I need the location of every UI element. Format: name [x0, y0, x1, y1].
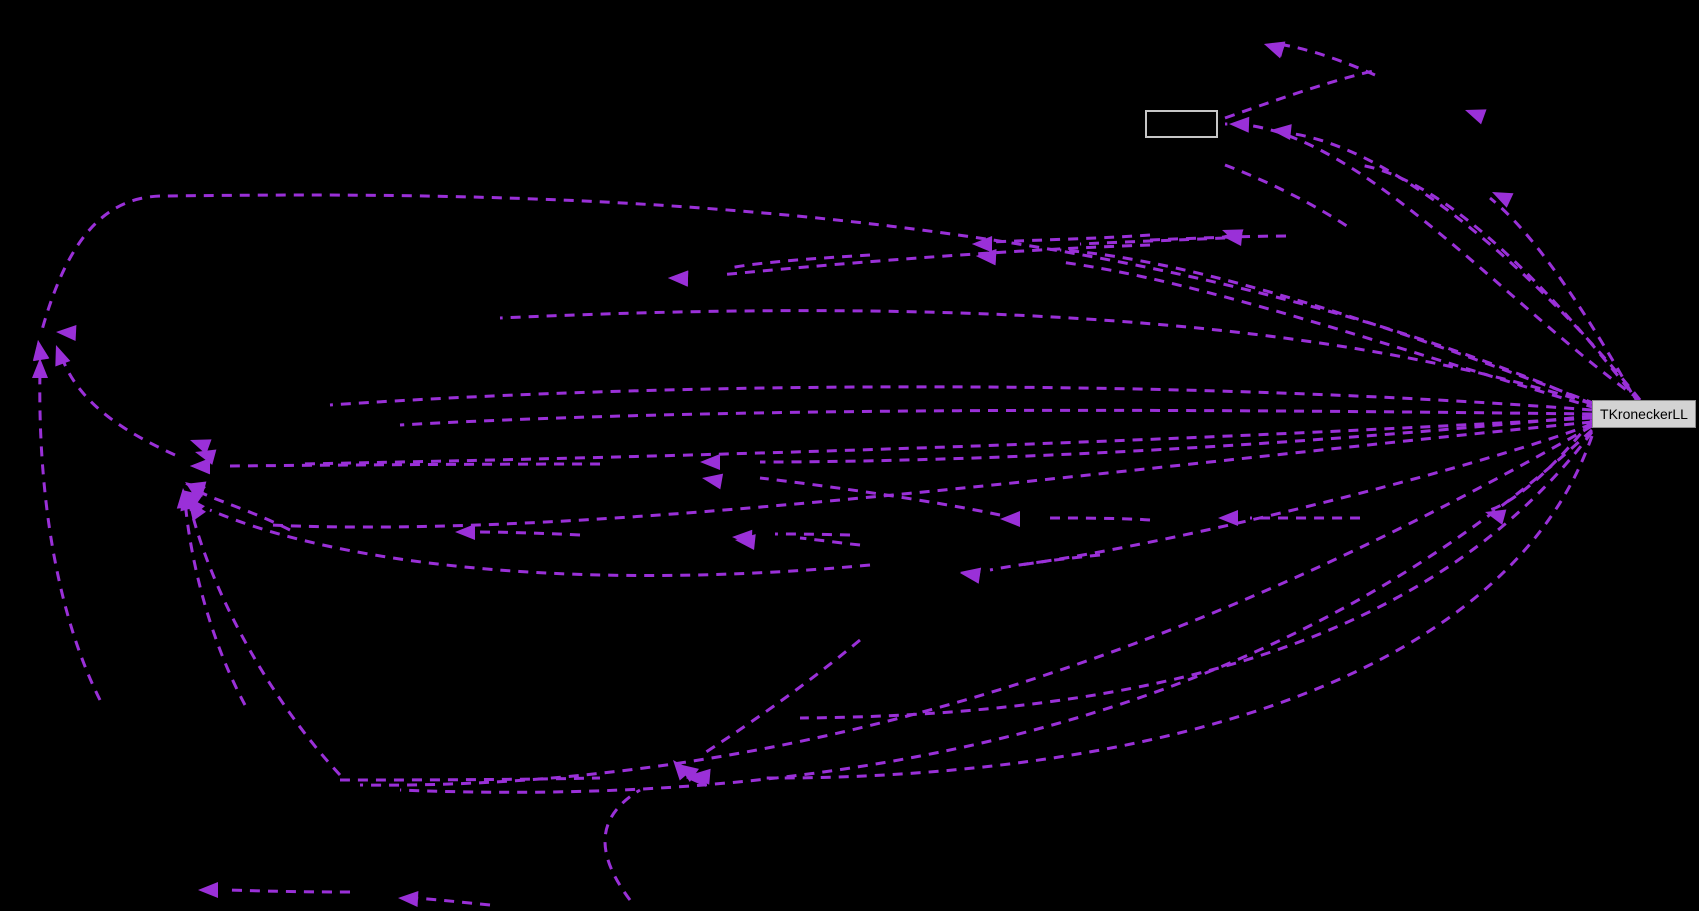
- graph-arrowhead: [673, 760, 692, 781]
- graph-edge: [774, 532, 851, 537]
- graph-arrowhead: [195, 449, 217, 465]
- graph-arrowhead: [702, 473, 724, 490]
- graph-arrowhead: [1485, 509, 1507, 525]
- graph-edge: [188, 504, 342, 777]
- graph-node-unnamed[interactable]: [1145, 110, 1218, 138]
- graph-edge: [989, 233, 1151, 244]
- graph-edge: [1277, 130, 1642, 401]
- graph-arrowhead: [455, 524, 475, 540]
- graph-edge: [1359, 163, 1642, 405]
- graph-edge: [1489, 419, 1594, 512]
- graph-edge: [399, 408, 1593, 427]
- graph-node-label: TKroneckerLL: [1600, 406, 1688, 422]
- graph-arrowhead: [1492, 192, 1514, 208]
- graph-edge: [229, 462, 601, 468]
- graph-arrowhead: [1222, 230, 1243, 247]
- graph-edge: [209, 508, 871, 578]
- graph-arrowhead: [190, 458, 211, 475]
- graph-edge: [299, 416, 1593, 466]
- graph-edge: [1019, 422, 1593, 567]
- graph-edge: [479, 530, 581, 537]
- graph-arrowhead: [686, 770, 707, 787]
- graph-node-tkroneckerll[interactable]: TKroneckerLL: [1592, 400, 1696, 428]
- graph-arrowhead: [735, 534, 756, 551]
- graph-arrowhead: [1271, 124, 1292, 141]
- graph-arrowhead: [198, 882, 218, 898]
- graph-edge: [164, 193, 1593, 406]
- graph-edge: [799, 431, 1594, 720]
- graph-arrowhead: [55, 345, 71, 367]
- graph-edge: [499, 309, 1593, 406]
- graph-arrowhead: [976, 249, 997, 266]
- graph-edge: [799, 536, 861, 547]
- graph-edge: [1489, 196, 1642, 409]
- graph-arrowhead: [182, 490, 203, 509]
- graph-edge: [229, 888, 351, 894]
- graph-arrowhead: [1229, 116, 1250, 133]
- graph-edge: [729, 253, 871, 270]
- graph-edge: [329, 385, 1593, 412]
- edge-layer: [38, 42, 1642, 907]
- graph-edge: [759, 435, 1594, 780]
- graph-edge: [603, 788, 641, 901]
- graph-edge: [359, 424, 1593, 787]
- graph-edge: [759, 414, 1593, 464]
- graph-edge: [1049, 516, 1151, 522]
- graph-arrowhead: [700, 454, 720, 470]
- graph-edge: [1059, 248, 1597, 406]
- graph-arrowhead: [185, 481, 207, 497]
- arrowhead-layer: [32, 41, 1514, 908]
- graph-edge: [989, 553, 1101, 572]
- graph-edge: [199, 490, 291, 532]
- graph-arrowhead: [960, 567, 981, 584]
- graph-arrowhead: [398, 891, 419, 908]
- graph-arrowhead: [1218, 510, 1238, 526]
- graph-edge: [399, 428, 1594, 794]
- graph-edge: [699, 638, 861, 758]
- graph-arrowhead: [972, 236, 992, 252]
- graph-edge: [183, 499, 247, 706]
- graph-edge: [1059, 260, 1597, 410]
- graph-edge: [38, 369, 102, 701]
- graph-edge: [339, 776, 601, 782]
- graph-edge: [719, 243, 1151, 277]
- graph-edge: [1271, 42, 1376, 77]
- graph-edge: [1224, 68, 1379, 120]
- graph-edge: [58, 351, 176, 457]
- graph-arrowhead: [188, 500, 207, 521]
- graph-arrowhead: [1465, 109, 1487, 125]
- graph-edge: [1149, 234, 1291, 242]
- graph-edge: [1224, 163, 1351, 230]
- graph-arrowhead: [1264, 43, 1286, 59]
- graph-arrowhead: [668, 270, 689, 287]
- graph-edge: [759, 476, 1001, 517]
- graph-arrowhead: [190, 439, 212, 455]
- graph-arrowhead: [32, 340, 49, 361]
- graph-arrowhead: [56, 325, 77, 342]
- graph-edge: [269, 420, 1593, 529]
- graph-arrowhead: [1000, 511, 1020, 527]
- graph-edge: [40, 194, 161, 331]
- graph-arrowhead: [32, 358, 48, 378]
- graph-edge: [409, 896, 491, 907]
